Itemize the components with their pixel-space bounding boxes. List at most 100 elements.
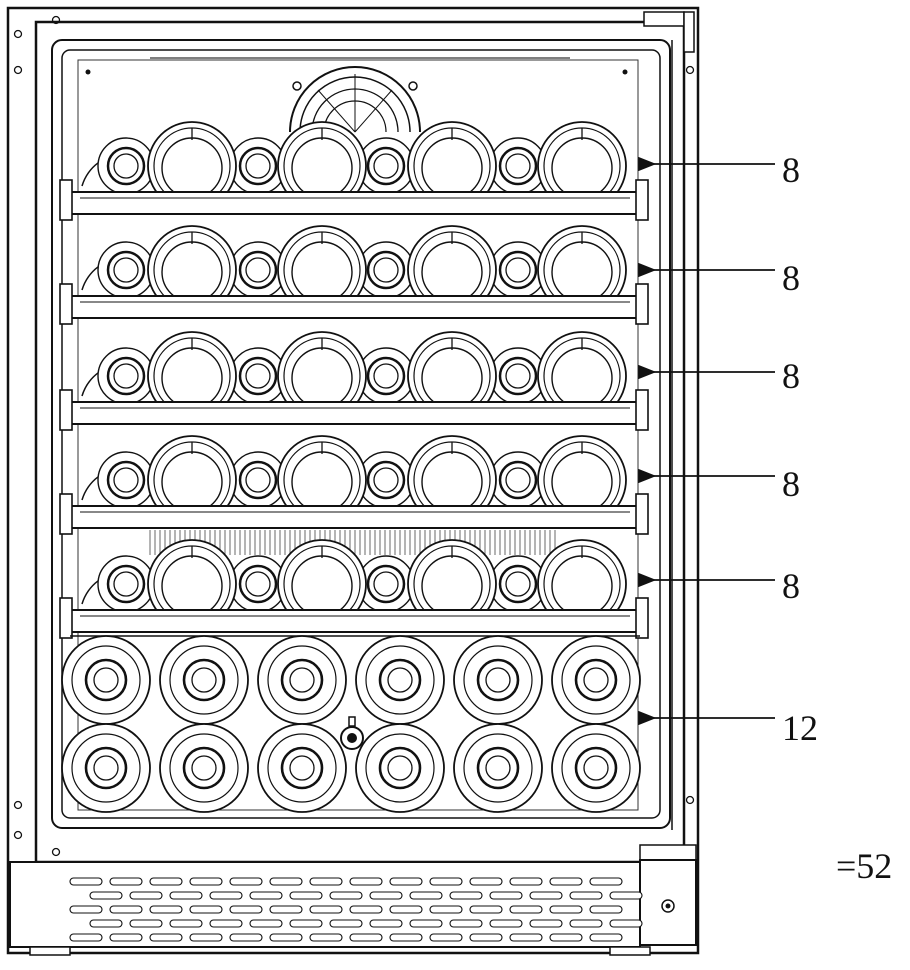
back-bottle-cork	[505, 363, 531, 389]
front-bottle-punt	[291, 555, 353, 617]
vent-slot	[589, 877, 623, 886]
bottom-bottle	[551, 723, 641, 813]
total-count-label: =52	[836, 846, 893, 886]
foot-left	[29, 946, 71, 956]
vent-slot	[569, 919, 603, 928]
back-bottle-cork	[245, 571, 271, 597]
vent-slot	[309, 933, 343, 942]
back-bottle-cork	[373, 257, 399, 283]
shelf-4	[59, 435, 649, 535]
screw	[51, 15, 61, 25]
shelf-bracket-left	[59, 179, 73, 221]
front-bottle-punt	[291, 451, 353, 513]
screw	[622, 69, 628, 75]
vent-slot	[269, 905, 303, 914]
vent-slot	[269, 933, 303, 942]
back-bottle-cork	[245, 467, 271, 493]
shelves	[59, 121, 649, 639]
bottom-bottle	[159, 723, 249, 813]
bottom-bottle-cork	[191, 667, 217, 693]
front-bottle-punt	[551, 555, 613, 617]
shelf-1-count-label: 8	[782, 150, 800, 190]
vent-slot	[469, 933, 503, 942]
vent-slot	[589, 933, 623, 942]
shelf-bracket-left	[59, 597, 73, 639]
vent-slot	[469, 877, 503, 886]
screw	[13, 830, 23, 840]
vent-slot	[189, 905, 223, 914]
bottom-bottle	[257, 723, 347, 813]
bottom-bottle	[551, 635, 641, 725]
back-bottle-cork	[113, 153, 139, 179]
screw	[13, 800, 23, 810]
front-bottle-punt	[161, 241, 223, 303]
interior-back	[77, 59, 639, 811]
vent-slot	[149, 905, 183, 914]
shelf-bracket-left	[59, 283, 73, 325]
vent-slot	[209, 891, 243, 900]
vent-slot	[449, 919, 483, 928]
shelf-5-count-label: 8	[782, 566, 800, 606]
bottom-bottle-cork	[387, 667, 413, 693]
shelf-bracket-right	[635, 389, 649, 431]
shelf-2	[59, 225, 649, 325]
front-bottle-punt	[421, 241, 483, 303]
vent-slot	[249, 919, 283, 928]
screw	[685, 795, 695, 805]
vent-slot	[229, 877, 263, 886]
control-knob	[661, 899, 675, 913]
back-bottle-cork	[505, 467, 531, 493]
front-bottle-punt	[421, 555, 483, 617]
vent-slot	[569, 891, 603, 900]
bottom-bottle	[355, 723, 445, 813]
bottom-bottle	[61, 635, 151, 725]
vent-slot	[429, 877, 463, 886]
vent-slot	[489, 919, 523, 928]
vent-slot	[189, 877, 223, 886]
vent-slot	[389, 933, 423, 942]
shelf-bracket-left	[59, 389, 73, 431]
vent-slot	[509, 877, 543, 886]
screw	[85, 69, 91, 75]
vent-slot	[289, 919, 323, 928]
vent-slot	[69, 877, 103, 886]
vent-slot	[509, 905, 543, 914]
shelf-2-count-label: 8	[782, 258, 800, 298]
back-bottle-cork	[373, 363, 399, 389]
back-bottle-cork	[505, 257, 531, 283]
vent-slot	[109, 877, 143, 886]
front-bottle-punt	[291, 137, 353, 199]
vent-slot	[129, 919, 163, 928]
vent-slot	[349, 905, 383, 914]
vent-slot	[229, 905, 263, 914]
back-bottle-cork	[505, 571, 531, 597]
front-bottle-punt	[421, 347, 483, 409]
screw	[13, 29, 23, 39]
shelf-4-count-label: 8	[782, 464, 800, 504]
vent-slot	[429, 905, 463, 914]
vent-slot	[169, 891, 203, 900]
bottom-bottle-cork	[289, 667, 315, 693]
back-bottle-cork	[245, 363, 271, 389]
front-bottle-punt	[161, 347, 223, 409]
back-bottle-cork	[245, 257, 271, 283]
rear-grille	[149, 530, 556, 555]
shelf-rail	[69, 401, 641, 425]
vent-slot	[529, 919, 563, 928]
vent-slot	[489, 891, 523, 900]
vent-slot	[169, 919, 203, 928]
front-bottle-punt	[551, 137, 613, 199]
bottom-bottle-cork	[485, 667, 511, 693]
vent-slot	[189, 933, 223, 942]
shelf-3-count-label: 8	[782, 356, 800, 396]
vent-slot	[389, 905, 423, 914]
vent-slot	[409, 891, 443, 900]
vent-slot	[389, 877, 423, 886]
vent-slot	[429, 933, 463, 942]
shelf-bracket-left	[59, 493, 73, 535]
vent-slot	[229, 933, 263, 942]
shelf-rail	[69, 505, 641, 529]
back-bottle-cork	[373, 467, 399, 493]
vent-slot	[609, 919, 643, 928]
